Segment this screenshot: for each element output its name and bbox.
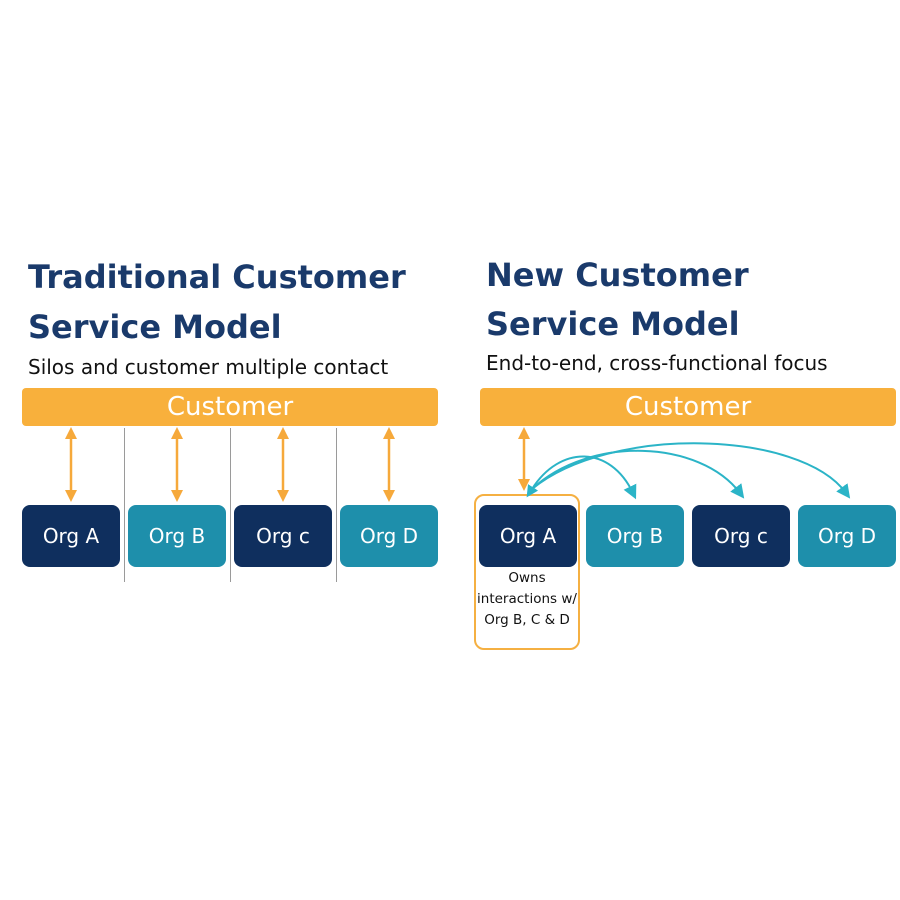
new-model-subtitle: End-to-end, cross-functional focus <box>486 351 828 375</box>
new-model-title-line2: Service Model <box>486 305 740 343</box>
org-label: Org A <box>499 524 557 548</box>
traditional-org-d: Org D <box>340 505 438 567</box>
new-model-customer-label: Customer <box>624 392 752 422</box>
traditional-title-line1: Traditional Customer <box>28 258 406 296</box>
traditional-org-a: Org A <box>22 505 120 567</box>
org-label: Org B <box>606 524 664 548</box>
silo-divider <box>336 428 337 582</box>
org-label: Org A <box>42 524 100 548</box>
org-label: Org D <box>817 524 877 548</box>
silo-divider <box>124 428 125 582</box>
traditional-org-c: Org c <box>234 505 332 567</box>
traditional-customer-bar: Customer <box>22 388 438 426</box>
teal-arrow-to-b <box>526 455 637 500</box>
silo-divider <box>230 428 231 582</box>
owner-note: Owns interactions w/ Org B, C & D <box>477 570 577 628</box>
new-model-org-d: Org D <box>798 505 896 567</box>
traditional-customer-label: Customer <box>166 392 294 422</box>
new-model-org-c: Org c <box>692 505 790 567</box>
new-model-org-b: Org B <box>586 505 684 567</box>
new-model-title-line1: New Customer <box>486 256 749 294</box>
org-label: Org D <box>359 524 419 548</box>
traditional-title-line2: Service Model <box>28 308 282 346</box>
new-model-customer-bar: Customer <box>480 388 896 426</box>
org-label: Org c <box>256 524 310 548</box>
org-label: Org B <box>148 524 206 548</box>
org-label: Org c <box>714 524 768 548</box>
teal-arrow-to-c <box>531 449 745 499</box>
teal-arrow-to-d <box>531 442 851 499</box>
new-model-org-a: Org A <box>479 505 577 567</box>
traditional-org-b: Org B <box>128 505 226 567</box>
traditional-subtitle: Silos and customer multiple contact <box>28 355 389 379</box>
